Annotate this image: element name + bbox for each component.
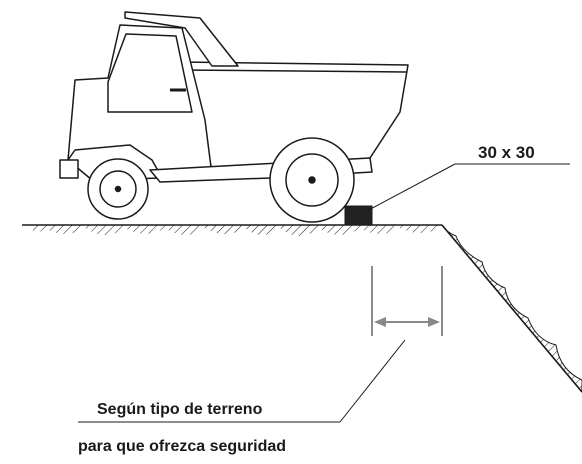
block-size-label: 30 x 30 bbox=[478, 143, 535, 162]
distance-label-line2: para que ofrezca seguridad bbox=[78, 438, 286, 455]
distance-dimension bbox=[78, 266, 443, 423]
distance-label-line1: Según tipo de terreno bbox=[97, 401, 263, 418]
truck-dump-rim bbox=[181, 69, 407, 73]
ground bbox=[22, 224, 582, 393]
truck-front-axle bbox=[114, 185, 122, 193]
slope-surface-line bbox=[441, 224, 582, 393]
dump-truck bbox=[59, 11, 409, 223]
dimension-arrowhead-left bbox=[374, 317, 386, 327]
truck-canopy bbox=[124, 11, 239, 67]
truck-cab-window bbox=[107, 33, 193, 113]
stop-block bbox=[344, 205, 373, 226]
ground-hatch bbox=[30, 225, 440, 236]
block-leader-line bbox=[364, 163, 456, 213]
truck-bumper bbox=[59, 159, 79, 179]
dimension-arrowhead-right bbox=[428, 317, 440, 327]
truck-rear-axle bbox=[308, 176, 316, 184]
distance-leader-line bbox=[339, 339, 406, 423]
